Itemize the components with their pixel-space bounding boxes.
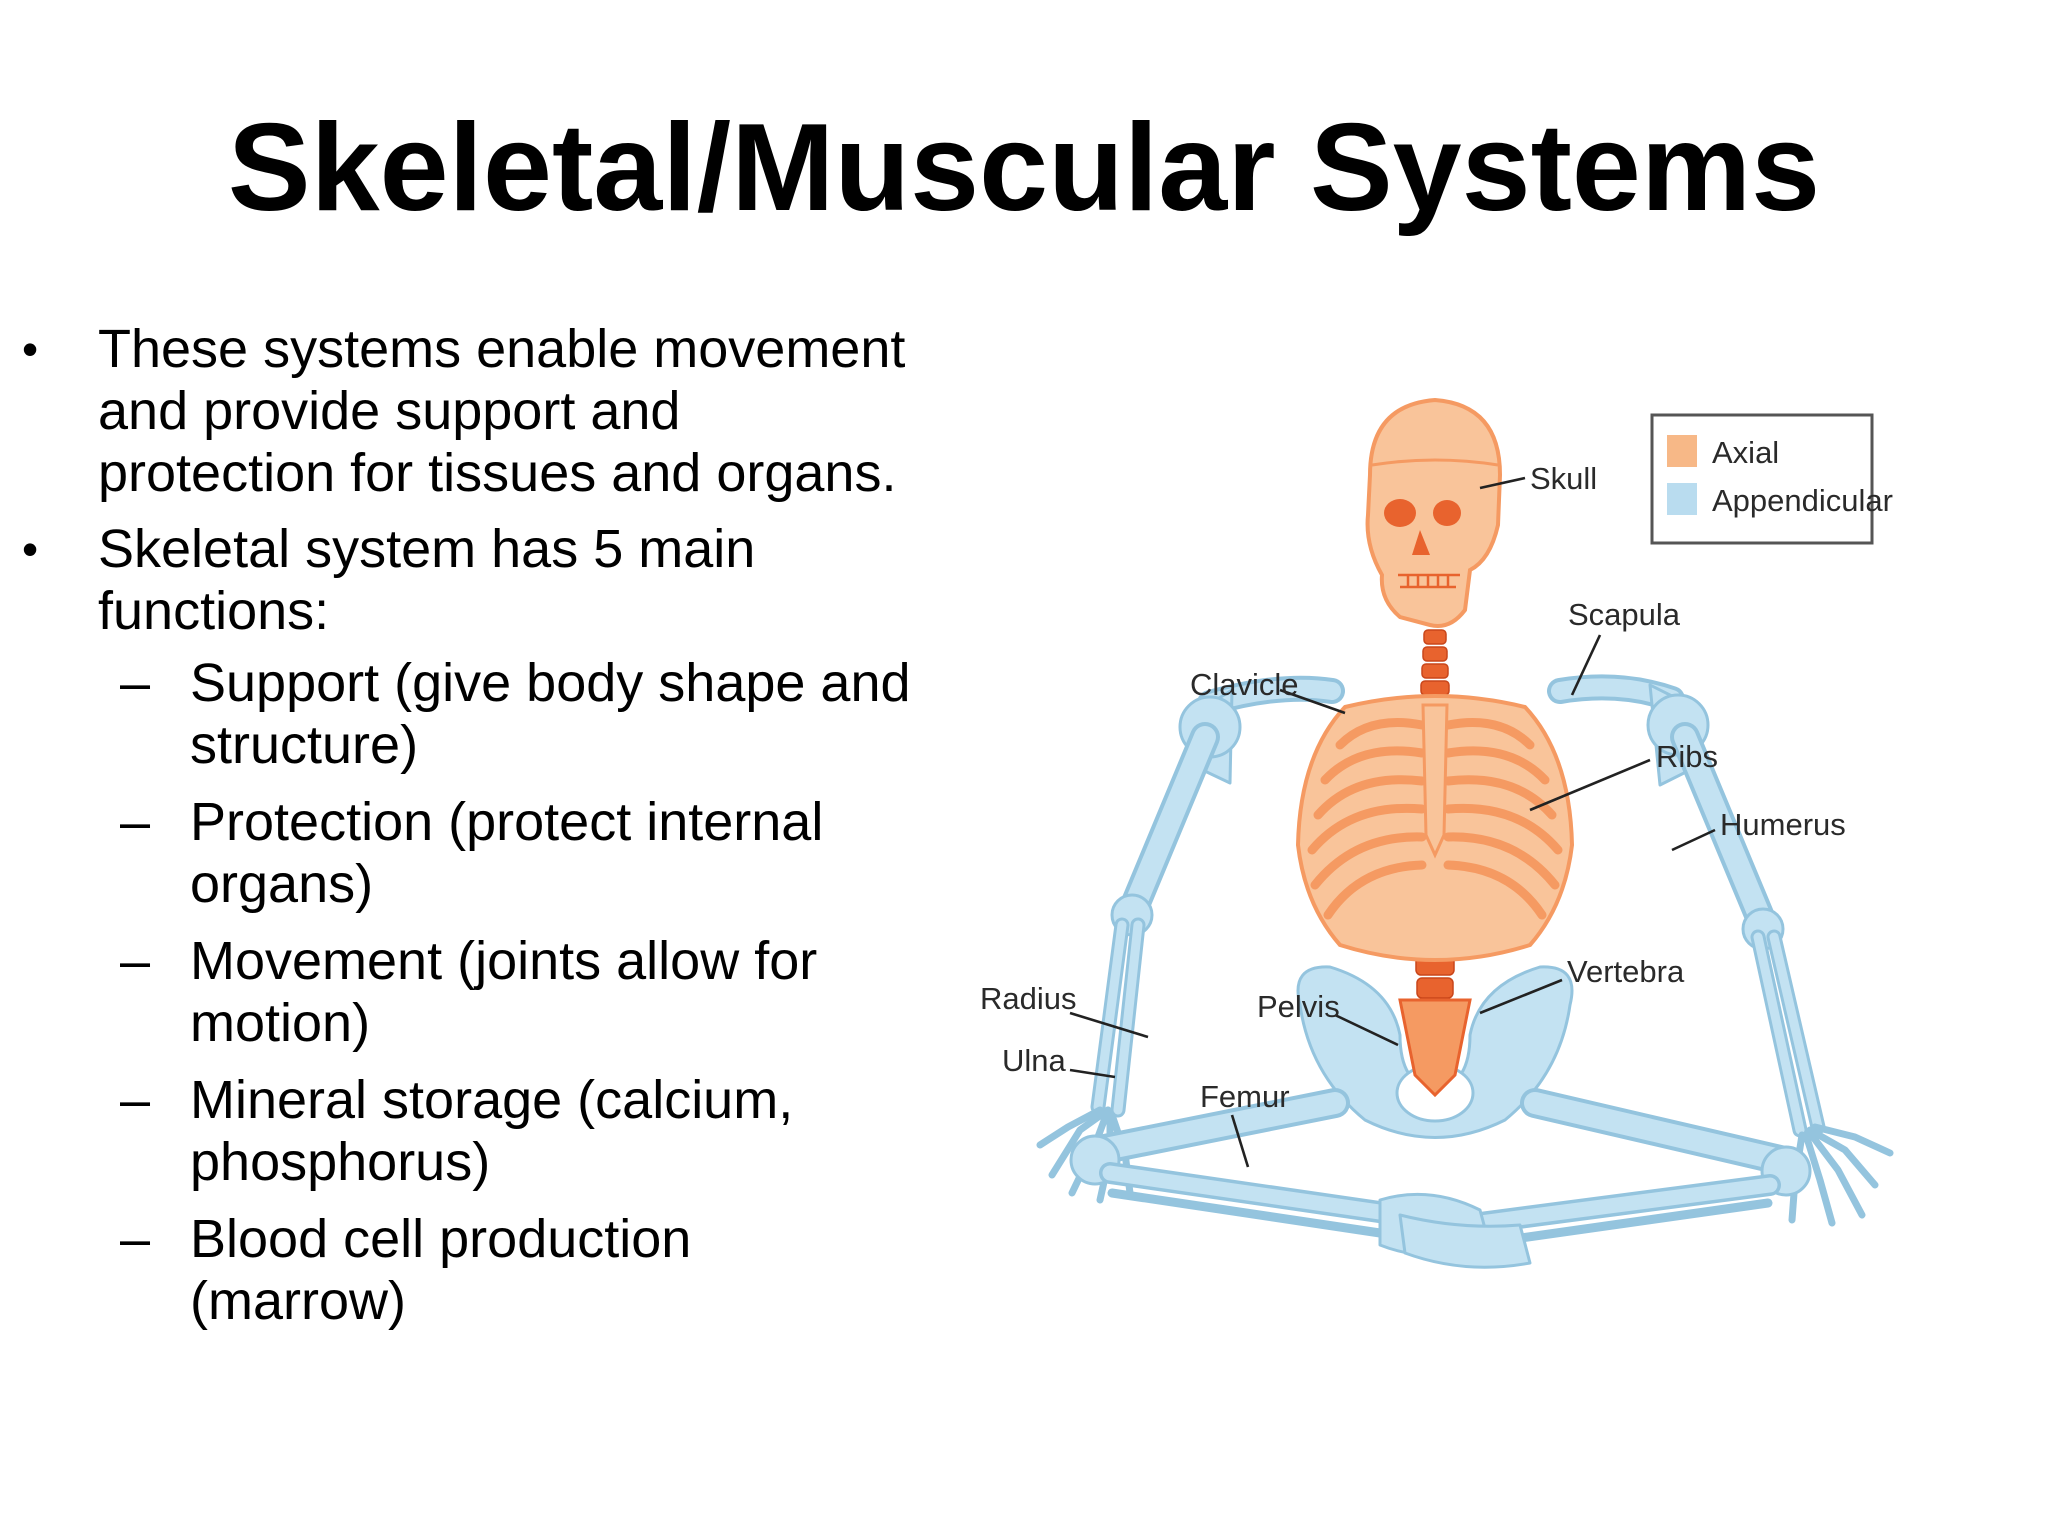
ribs (1307, 718, 1563, 920)
bullet-text: Skeletal system has 5 main functions: (98, 519, 756, 641)
label-clavicle: Clavicle (1190, 667, 1299, 702)
label-femur: Femur (1200, 1079, 1290, 1114)
leader-line (1069, 1011, 1149, 1039)
leader-line (1570, 634, 1602, 696)
legend-label-axial: Axial (1712, 435, 1779, 470)
pelvis-bone (1296, 965, 1574, 1139)
sub-bullet-list: –Support (give body shape and structure)… (98, 652, 920, 1332)
label-radius: Radius (980, 981, 1077, 1016)
sub-bullet-text: Support (give body shape and structure) (190, 653, 911, 775)
skull-suture (1371, 458, 1499, 467)
leader-line (1279, 688, 1346, 715)
axial-bones (1295, 397, 1575, 1098)
label-ribs: Ribs (1656, 739, 1718, 774)
sub-bullet-item: –Support (give body shape and structure) (98, 652, 920, 776)
right-foot (1398, 1213, 1532, 1269)
label-ulna: Ulna (1002, 1043, 1067, 1078)
label-humerus: Humerus (1720, 807, 1846, 842)
legend-label-appendicular: Appendicular (1712, 483, 1893, 518)
dash-marker: – (120, 792, 151, 852)
legend-swatch-appendicular (1667, 483, 1697, 515)
sub-bullet-item: –Movement (joints allow for motion) (98, 930, 920, 1054)
sub-bullet-item: –Mineral storage (calcium, phosphorus) (98, 1069, 920, 1193)
fibula-bone (1107, 1188, 1385, 1238)
sub-bullet-text: Protection (protect internal organs) (190, 792, 824, 914)
leader-line (1479, 476, 1526, 490)
dash-marker: – (120, 931, 151, 991)
sub-bullet-item: –Protection (protect internal organs) (98, 791, 920, 915)
fibula-bone (1495, 1198, 1773, 1246)
dash-marker: – (120, 1070, 151, 1130)
legend-swatch-axial (1667, 435, 1697, 467)
bullet-marker: • (22, 323, 39, 375)
eye-socket (1384, 499, 1416, 527)
bullet-text: These systems enable movement and provid… (98, 319, 906, 503)
legend: Axial Appendicular (1650, 413, 1893, 545)
label-vertebra: Vertebra (1567, 954, 1685, 989)
sacrum-bone (1398, 998, 1472, 1098)
leader-line (1671, 828, 1716, 852)
right-hand (1788, 1123, 1894, 1227)
leader-line (1230, 1114, 1250, 1168)
leader-line (1334, 1013, 1399, 1047)
dash-marker: – (120, 653, 151, 713)
sub-bullet-text: Movement (joints allow for motion) (190, 931, 818, 1053)
skeleton-diagram: Axial Appendicular Skull Scapula Clavicl… (980, 397, 1894, 1269)
leader-line (1069, 1068, 1116, 1079)
slide-title: Skeletal/Muscular Systems (227, 99, 1821, 237)
label-skull: Skull (1530, 461, 1597, 496)
appendicular-bones (1036, 674, 1894, 1269)
bullet-item: • These systems enable movement and prov… (0, 318, 920, 504)
sub-bullet-item: –Blood cell production (marrow) (98, 1208, 920, 1332)
leader-line (1529, 758, 1651, 812)
leader-line (1479, 978, 1563, 1015)
bullet-list: • These systems enable movement and prov… (0, 318, 920, 1347)
label-pelvis: Pelvis (1257, 989, 1340, 1024)
bone-labels: Skull Scapula Clavicle Ribs Humerus Vert… (980, 461, 1846, 1168)
eye-socket (1433, 500, 1461, 526)
teeth (1398, 573, 1460, 589)
label-scapula: Scapula (1568, 597, 1681, 632)
dash-marker: – (120, 1209, 151, 1269)
bullet-item: • Skeletal system has 5 main functions: … (0, 518, 920, 1332)
bullet-marker: • (22, 523, 39, 575)
sub-bullet-text: Mineral storage (calcium, phosphorus) (190, 1070, 794, 1192)
nasal-cavity (1412, 530, 1430, 555)
sub-bullet-text: Blood cell production (marrow) (190, 1209, 692, 1331)
sternum-bone (1421, 703, 1449, 859)
